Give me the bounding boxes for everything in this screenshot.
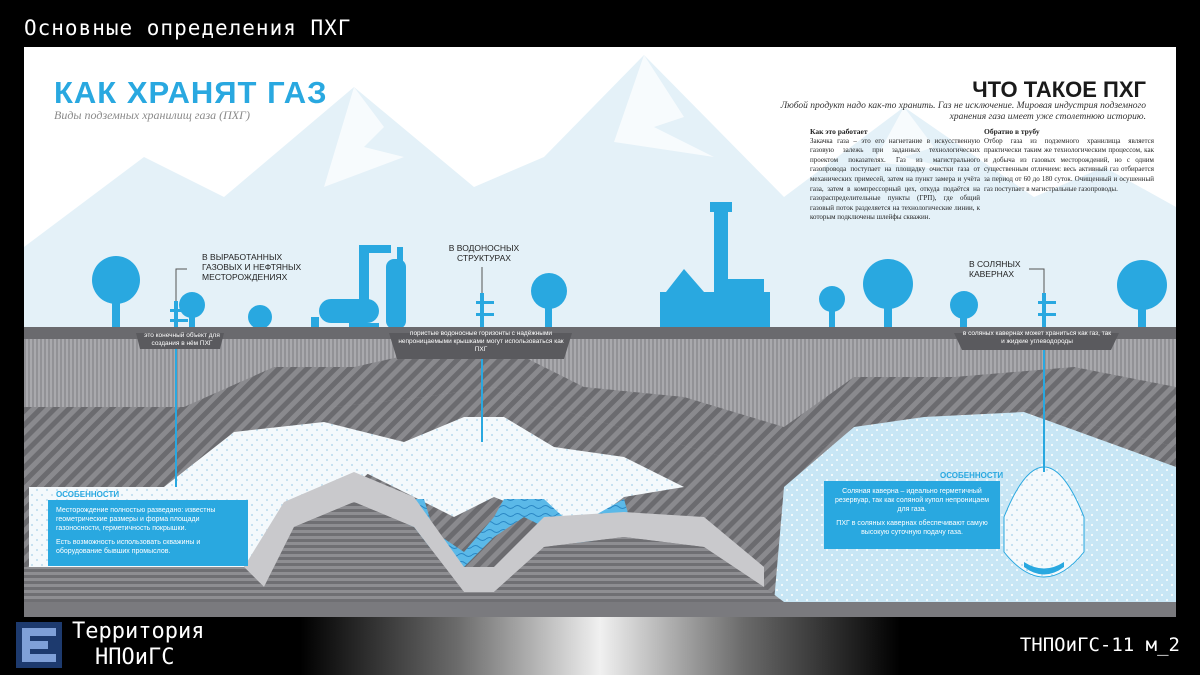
slide-title: Основные определения ПХГ	[24, 16, 352, 40]
features-1-box: Месторождение полностью разведано: извес…	[48, 500, 248, 566]
back-to-pipe-heading: Обратно в трубу	[984, 127, 1040, 136]
slide-code: ТНПОиГС-11 м_2	[1019, 634, 1180, 656]
gas-processing-plant	[311, 245, 406, 331]
factory-building	[660, 202, 770, 332]
infographic-canvas: КАК ХРАНЯТ ГАЗ Виды подземных хранилищ г…	[24, 47, 1176, 617]
how-it-works-text: Закачка газа – это его нагнетание в иску…	[810, 136, 980, 222]
salt-cavern	[1003, 466, 1085, 578]
what-is-ugs-lead: Любой продукт надо как-то хранить. Газ н…	[780, 101, 1146, 122]
how-it-works-heading: Как это работает	[810, 127, 868, 136]
desc-aquifers: пористые водоносные горизонты с надёжным…	[398, 330, 564, 353]
desc-salt-caverns: в соляных кавернах может храниться как г…	[962, 330, 1112, 345]
desc-depleted-fields: это конечный объект для создания в нём П…	[144, 332, 220, 347]
features-2-text-2: ПХГ в соляных кавернах обеспечивают саму…	[836, 520, 988, 536]
features-2-text-1: Соляная каверна – идеально герметичный р…	[834, 488, 990, 513]
wellheads	[170, 293, 1056, 327]
features-1-text-2: Есть возможность использовать скважины и…	[56, 539, 201, 555]
cross-section-illustration	[24, 55, 1176, 617]
brand-line-1: Территория	[72, 619, 205, 644]
back-to-pipe-text: Отбор газа из подземного хранилища являе…	[984, 136, 1154, 193]
brand-line-2: НПОиГС	[95, 645, 175, 670]
infographic-subtitle: Виды подземных хранилищ газа (ПХГ)	[54, 108, 250, 122]
what-is-ugs-title: ЧТО ТАКОЕ ПХГ	[972, 77, 1146, 102]
label-salt-caverns: В СОЛЯНЫХ КАВЕРНАХ	[969, 259, 1021, 279]
aquifer-reservoir	[354, 417, 684, 527]
trees	[92, 256, 1167, 330]
back-to-pipe-column: Обратно в трубу Отбор газа из подземного…	[984, 127, 1154, 194]
label-aquifers: В ВОДОНОСНЫХ СТРУКТУРАХ	[448, 243, 520, 263]
features-2-heading: ОСОБЕННОСТИ	[940, 471, 1004, 480]
features-1-heading: ОСОБЕННОСТИ	[56, 490, 120, 499]
features-1-text-1: Месторождение полностью разведано: извес…	[56, 507, 216, 532]
label-depleted-fields: В ВЫРАБОТАННЫХ ГАЗОВЫХ И НЕФТЯНЫХ МЕСТОР…	[202, 252, 302, 282]
infographic-title: КАК ХРАНЯТ ГАЗ	[54, 75, 328, 110]
how-it-works-column: Как это работает Закачка газа – это его …	[810, 127, 980, 223]
features-2-box: Соляная каверна – идеально герметичный р…	[824, 481, 1000, 549]
footer-bar	[0, 617, 1200, 675]
company-logo	[16, 622, 62, 668]
